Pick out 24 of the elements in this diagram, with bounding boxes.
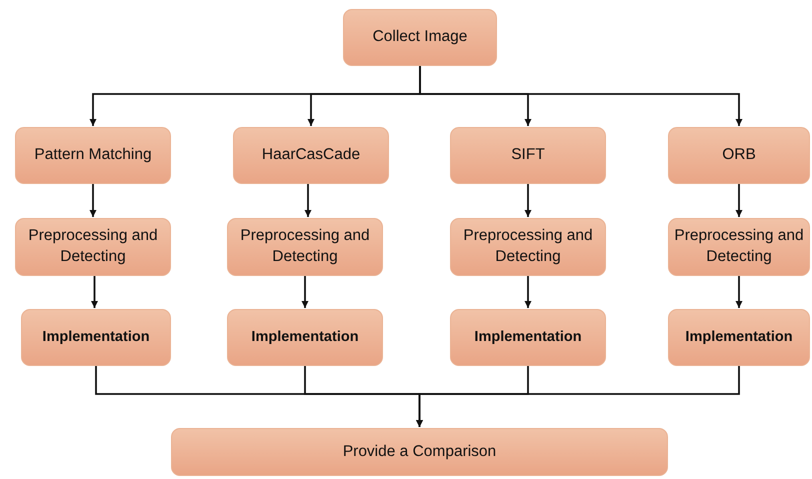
arrow (736, 276, 742, 308)
process-box: Provide a Comparison (171, 428, 668, 476)
arrow (524, 276, 532, 308)
process-box: Implementation (450, 309, 606, 366)
process-box: Preprocessing and Detecting (15, 218, 171, 276)
arrow (91, 276, 98, 308)
process-box: Preprocessing and Detecting (227, 218, 383, 276)
process-box: Implementation (21, 309, 171, 366)
process-box: Pattern Matching (15, 127, 171, 184)
arrow (304, 184, 312, 217)
process-box: Implementation (227, 309, 383, 366)
process-box: ORB (668, 127, 810, 184)
process-box: Collect Image (343, 9, 497, 66)
arrow (419, 66, 742, 126)
arrow (736, 184, 742, 217)
arrow (90, 184, 96, 217)
arrow (302, 276, 308, 308)
arrow (416, 366, 740, 427)
process-box: HaarCasCade (233, 127, 389, 184)
arrow (524, 184, 532, 217)
process-box: Preprocessing and Detecting (450, 218, 606, 276)
process-box: Preprocessing and Detecting (668, 218, 810, 276)
process-box: Implementation (668, 309, 810, 366)
process-box: SIFT (450, 127, 606, 184)
